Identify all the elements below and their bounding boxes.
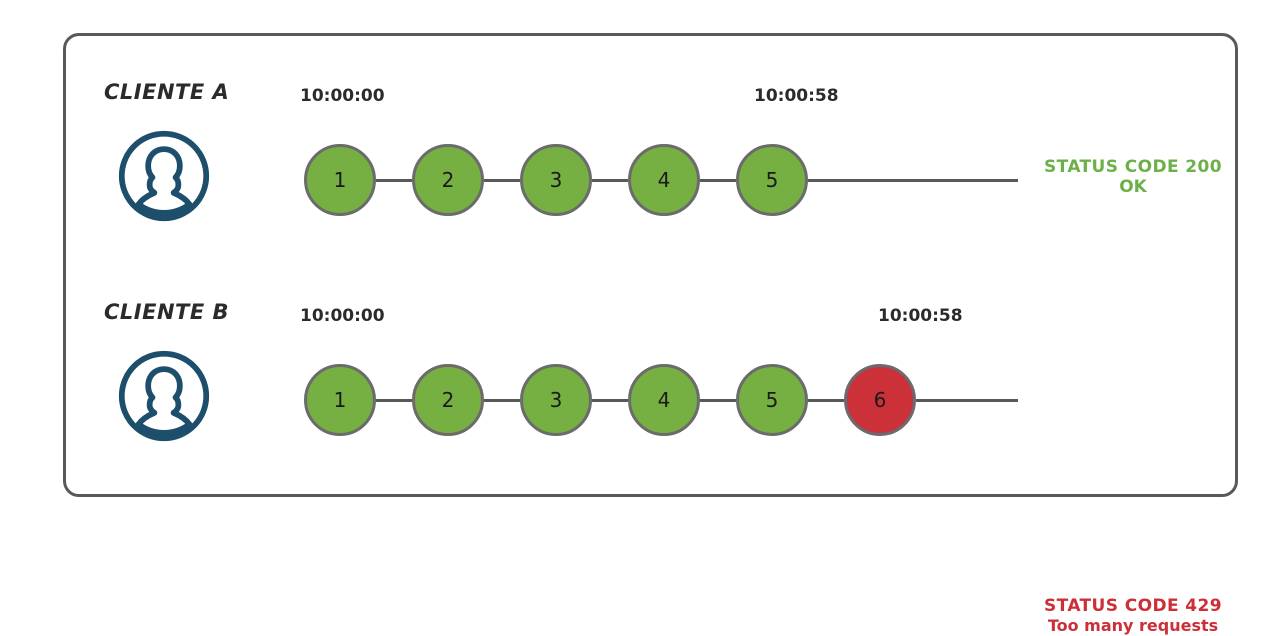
status-message-a: OK	[1119, 177, 1147, 198]
rate-limiting-diagram: CLIENTE A 10:00:00 10:00:58 1 2 3 4 5 ST…	[63, 33, 1238, 635]
status-message-b: Too many requests	[1047, 616, 1219, 636]
user-avatar-icon	[116, 128, 212, 224]
connector-line	[376, 399, 412, 402]
connector-line	[484, 179, 520, 182]
status-badge-a: STATUS CODE 200 OK	[1028, 157, 1238, 198]
timestamp-start-a: 10:00:00	[300, 86, 385, 106]
request-node[interactable]: 5	[736, 144, 808, 216]
request-node[interactable]: 3	[520, 144, 592, 216]
status-code-a: STATUS CODE 200	[1044, 157, 1222, 177]
timestamp-end-b: 10:00:58	[878, 306, 963, 326]
connector-line	[592, 179, 628, 182]
request-node[interactable]: 4	[628, 364, 700, 436]
connector-line-to-status	[808, 179, 1018, 182]
request-node[interactable]: 3	[520, 364, 592, 436]
status-code-b: STATUS CODE 429	[1044, 596, 1222, 616]
connector-line-to-status	[916, 399, 1018, 402]
connector-line	[700, 399, 736, 402]
request-node[interactable]: 1	[304, 364, 376, 436]
connector-line	[376, 179, 412, 182]
connector-line	[484, 399, 520, 402]
request-node[interactable]: 1	[304, 144, 376, 216]
timestamp-start-b: 10:00:00	[300, 306, 385, 326]
client-a-label: CLIENTE A	[104, 80, 230, 104]
user-avatar-icon	[116, 348, 212, 444]
timestamp-end-a: 10:00:58	[754, 86, 839, 106]
status-badge-b: STATUS CODE 429 Too many requests	[1028, 596, 1238, 636]
client-b-label: CLIENTE B	[104, 300, 230, 324]
connector-line	[700, 179, 736, 182]
request-node[interactable]: 4	[628, 144, 700, 216]
connector-line	[592, 399, 628, 402]
request-node[interactable]: 2	[412, 364, 484, 436]
request-node-rejected[interactable]: 6	[844, 364, 916, 436]
connector-line	[808, 399, 844, 402]
request-node[interactable]: 5	[736, 364, 808, 436]
request-node[interactable]: 2	[412, 144, 484, 216]
